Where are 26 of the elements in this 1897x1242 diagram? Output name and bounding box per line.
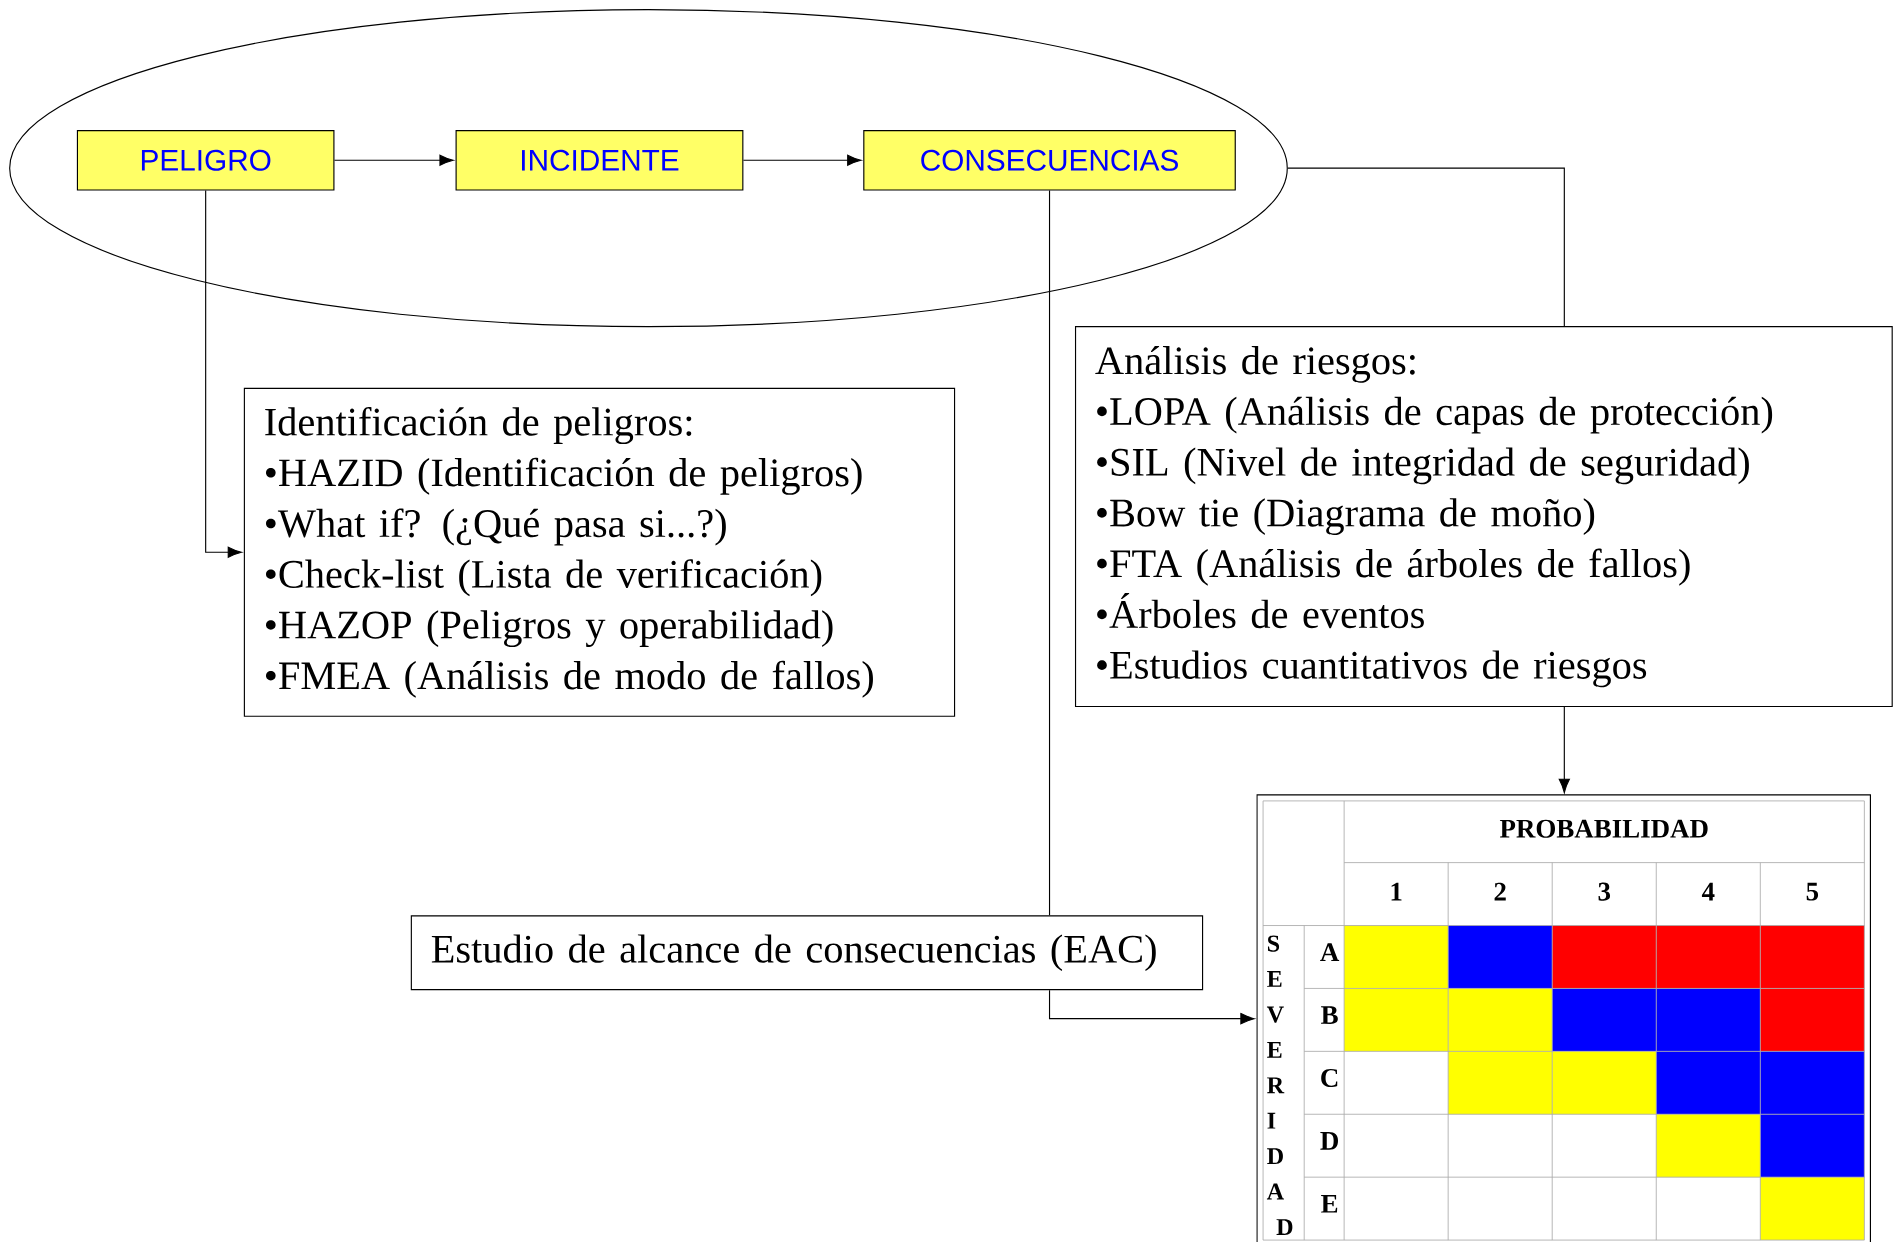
row-letter: B [1321,1005,1338,1024]
text-box: Estudio de alcance de consecuencias (EAC) [410,915,1204,990]
connector [1287,167,1565,327]
process-box: PELIGRO [76,129,335,191]
column-number: 5 [1806,882,1819,901]
column-number: 3 [1598,882,1611,901]
row-letter: E [1321,1194,1338,1213]
column-header: PROBABILIDAD [1499,819,1708,838]
connector [1048,989,1255,1025]
column-number: 2 [1494,882,1506,901]
text-box: Identificación de peligros: •HAZID (Identificación de peligros) •What if? (¿Qué pasa si...?) •Check-list (Lista de verificación) •HAZOP (Peligros y operabilidad) •FMEA (Análisis de modo de fallos) [243,387,956,717]
connector [333,154,454,166]
connector [205,189,243,558]
row-letter: A [1320,943,1340,961]
process-box: INCIDENTE [455,129,744,191]
row-header: SEVERIDAD [1266,935,1293,1235]
connector [1048,189,1051,916]
column-number: 1 [1391,882,1402,901]
column-number: 4 [1701,882,1715,901]
connector [742,154,862,166]
text-box: Análisis de riesgos: •LOPA (Análisis de capas de protección) •SIL (Nivel de integridad de seguridad) •Bow tie (Diagrama de moño) •FTA (Análisis de árboles de fallos) •Árboles de eventos •Estudios cuantitativos de riesgos [1074,325,1893,707]
row-letter: D [1320,1131,1338,1150]
process-box: CONSECUENCIAS [863,129,1236,191]
ellipse-outline [9,8,1288,327]
row-letter: C [1321,1068,1338,1087]
connector [1558,705,1570,793]
